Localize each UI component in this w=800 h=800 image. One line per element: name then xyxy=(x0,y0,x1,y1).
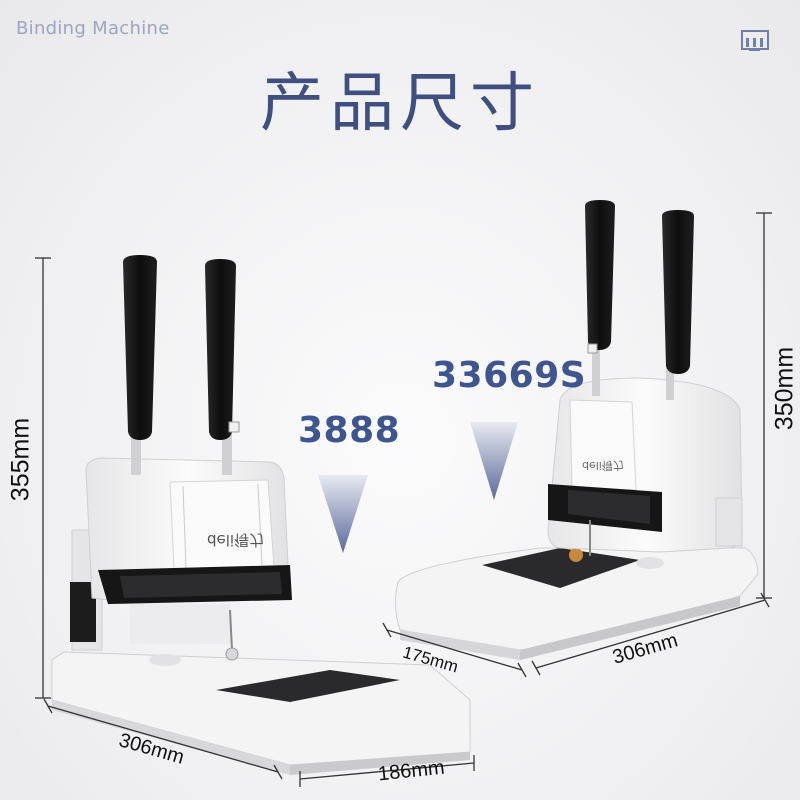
machine-3888 xyxy=(51,255,471,775)
machine-33669S xyxy=(394,200,759,660)
dimension-height-left: 355mm xyxy=(6,417,35,502)
dimension-lines xyxy=(35,212,772,787)
page-title: 产品尺寸 xyxy=(260,67,540,141)
pointer-arrow-right xyxy=(470,422,518,500)
model-label-33669S: 33669S xyxy=(432,355,587,396)
brand-label: Binding Machine xyxy=(16,18,170,39)
grid-frame-icon xyxy=(741,30,769,51)
model-label-3888: 3888 xyxy=(298,410,401,451)
machine-logo-33669S: deli得力 xyxy=(582,459,624,472)
dimension-height-right: 350mm xyxy=(770,346,799,431)
pointer-arrow-left xyxy=(318,475,368,553)
machine-logo-3888: deli得力 xyxy=(207,531,265,549)
